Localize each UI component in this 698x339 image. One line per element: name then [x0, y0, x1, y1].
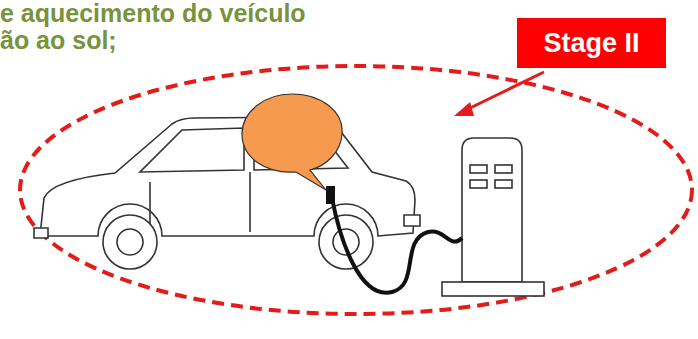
car [34, 117, 420, 269]
vapour-bubble [242, 94, 342, 190]
heading-text: ão ao sol; [0, 27, 117, 53]
stage-box: Stage II [517, 18, 666, 68]
arrow-head [454, 102, 474, 116]
leader-arrow [466, 72, 544, 110]
dashed-region [20, 66, 692, 314]
hose [332, 198, 462, 293]
nozzle [326, 186, 335, 204]
stage-label: Stage II [543, 28, 639, 59]
heading-text: e aquecimento do veículo [0, 0, 306, 26]
fuel-pump [442, 138, 544, 296]
